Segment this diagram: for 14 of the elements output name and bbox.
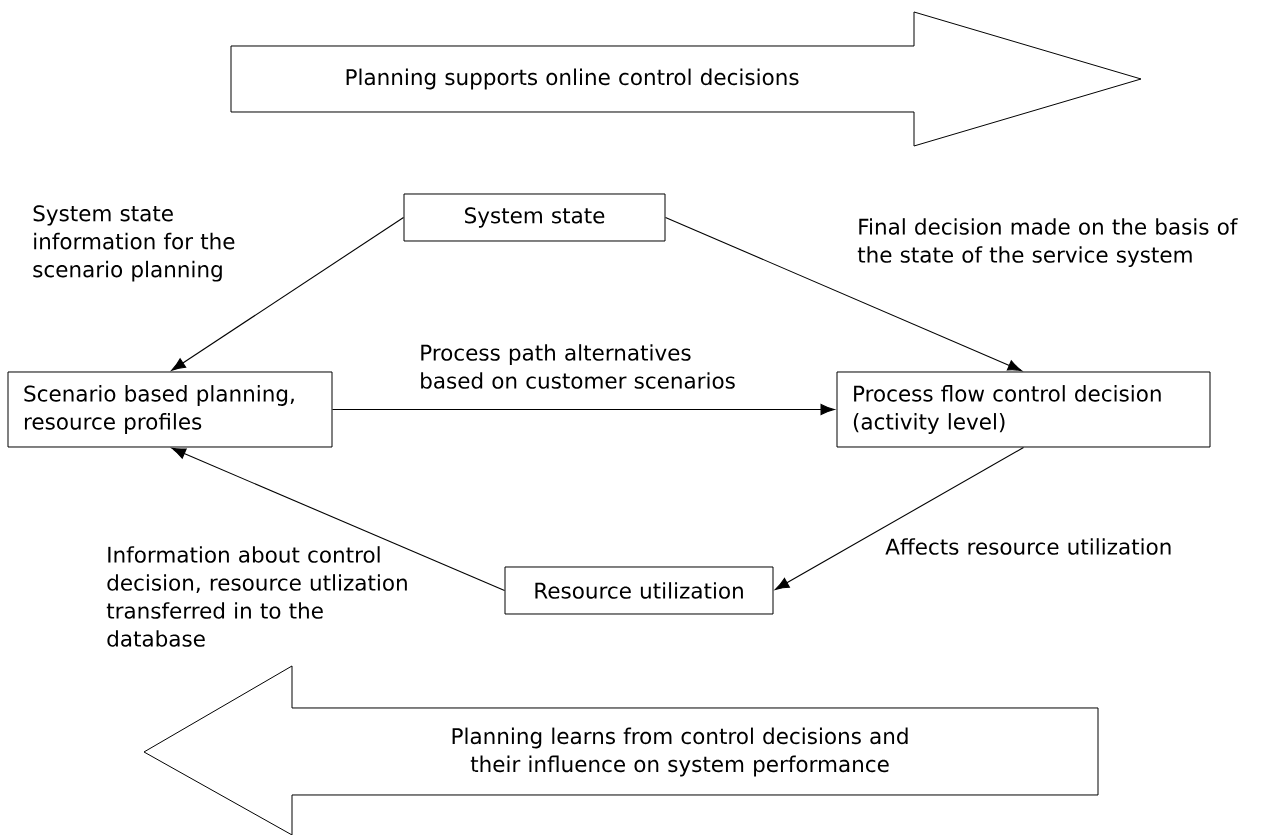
- edge-label: System state information for the scenario planning: [33, 205, 235, 282]
- process-box: System state: [403, 193, 666, 242]
- edge-label: Information about control decision, resource utlization transferred in to the database: [106, 546, 407, 647]
- process-box: Scenario based planning, resource profiles: [7, 371, 333, 448]
- edge-label: Affects resource utilization: [885, 538, 1171, 555]
- arrow: [171, 447, 506, 592]
- edge-label: Process path alternatives based on customer scenarios: [421, 344, 735, 389]
- arrow: [331, 403, 835, 416]
- arrow: [774, 446, 1025, 590]
- arrow: [664, 216, 1022, 372]
- arrow: [171, 216, 405, 371]
- edge-label: Final decision made on the basis of the state of the service system: [857, 218, 1238, 267]
- process-box: Process flow control decision (activity level): [836, 371, 1211, 448]
- process-box: Resource utilization: [504, 566, 774, 615]
